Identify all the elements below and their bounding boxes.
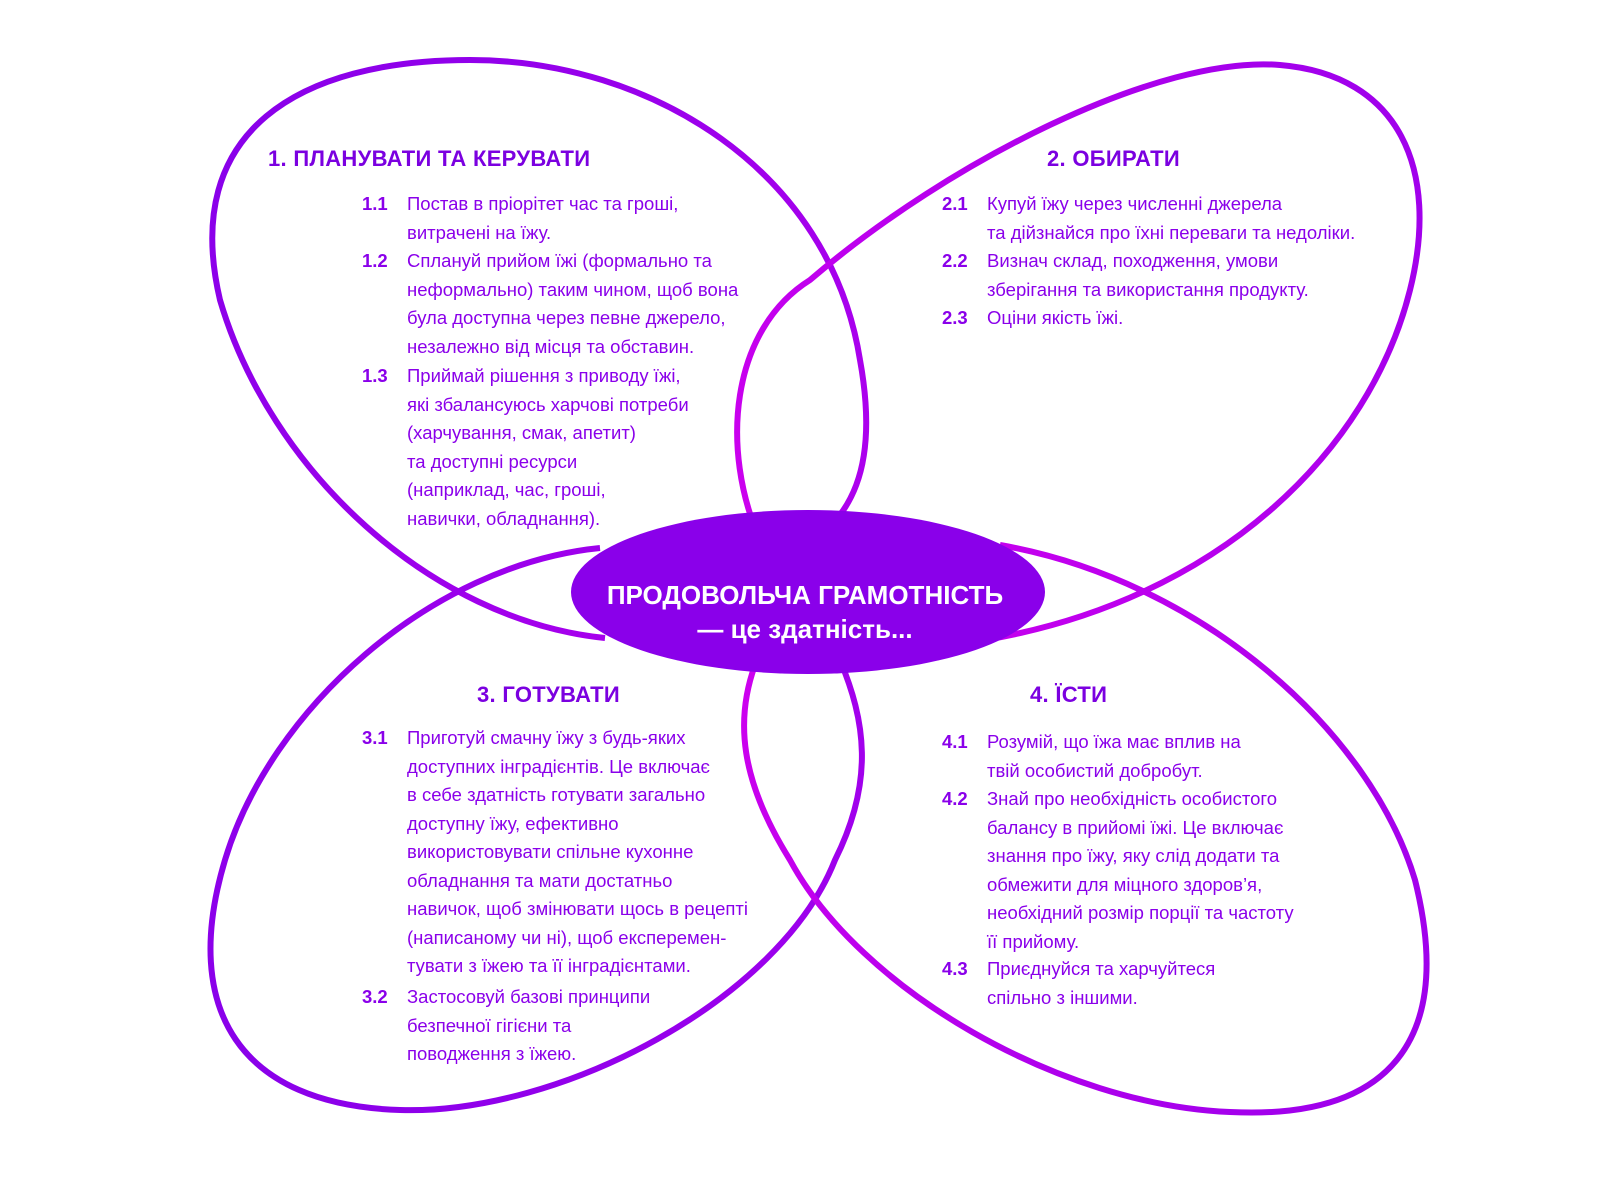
item-text: Постав в пріорітет час та гроші, витраче…	[407, 193, 679, 243]
item-text: Купуй їжу через численні джерела та дійз…	[987, 193, 1356, 243]
list-item: 3.2 Застосовуй базові принципи безпечної…	[362, 983, 650, 1069]
item-number: 4.1	[942, 731, 968, 752]
section-title-eat: 4. ЇСТИ	[1030, 682, 1108, 707]
item-number: 1.3	[362, 365, 388, 386]
item-number: 3.2	[362, 986, 388, 1007]
item-number: 2.3	[942, 307, 968, 328]
center-ellipse	[571, 510, 1045, 674]
petal-top-left	[209, 56, 870, 641]
item-text: Приймай рішення з приводу їжі, які збала…	[407, 365, 689, 529]
item-text: Розумій, що їжа має вплив на твій особис…	[987, 731, 1241, 781]
section-title-choose: 2. ОБИРАТИ	[1047, 146, 1180, 171]
petal-top-right	[734, 61, 1423, 643]
petal-bottom-right	[741, 542, 1430, 1116]
item-number: 3.1	[362, 727, 388, 748]
list-item: 4.3 Приєднуйся та харчуйтеся спільно з і…	[942, 955, 1215, 1012]
list-item: 1.3 Приймай рішення з приводу їжі, які з…	[362, 362, 689, 533]
section-title-plan: 1. ПЛАНУВАТИ ТА КЕРУВАТИ	[268, 146, 591, 171]
list-item: 1.1 Постав в пріорітет час та гроші, вит…	[362, 190, 678, 247]
list-item: 2.3 Оціни якість їжі.	[942, 304, 1123, 333]
item-text: Приєднуйся та харчуйтеся спільно з іншим…	[987, 958, 1216, 1008]
item-text: Приготуй смачну їжу з будь-яких доступни…	[407, 727, 749, 976]
list-item: 2.2 Визнач склад, походження, умови збер…	[942, 247, 1309, 304]
item-number: 4.2	[942, 788, 968, 809]
item-text: Визнач склад, походження, умови зберіган…	[987, 250, 1309, 300]
list-item: 3.1 Приготуй смачну їжу з будь-яких дост…	[362, 724, 748, 981]
list-item: 2.1 Купуй їжу через численні джерела та …	[942, 190, 1355, 247]
list-item: 4.1 Розумій, що їжа має вплив на твій ос…	[942, 728, 1241, 785]
section-title-cook: 3. ГОТУВАТИ	[477, 682, 621, 707]
item-number: 4.3	[942, 958, 968, 979]
list-item: 4.2 Знай про необхідність особистого бал…	[942, 785, 1294, 956]
item-text: Застосовуй базові принципи безпечної гіг…	[407, 986, 651, 1064]
list-item: 1.2 Сплануй прийом їжі (формально та неф…	[362, 247, 738, 361]
item-number: 1.2	[362, 250, 388, 271]
item-text: Сплануй прийом їжі (формально та неформа…	[407, 250, 739, 357]
item-number: 2.2	[942, 250, 968, 271]
center-label: ПРОДОВОЛЬЧА ГРАМОТНІСТЬ — це здатність..…	[575, 578, 1035, 646]
item-number: 2.1	[942, 193, 968, 214]
item-text: Знай про необхідність особистого балансу…	[987, 788, 1294, 952]
petal-bottom-left	[207, 545, 865, 1114]
center-title: ПРОДОВОЛЬЧА ГРАМОТНІСТЬ	[606, 580, 1004, 610]
item-number: 1.1	[362, 193, 388, 214]
item-text: Оціни якість їжі.	[987, 307, 1124, 328]
center-subtitle: — це здатність...	[697, 614, 913, 644]
